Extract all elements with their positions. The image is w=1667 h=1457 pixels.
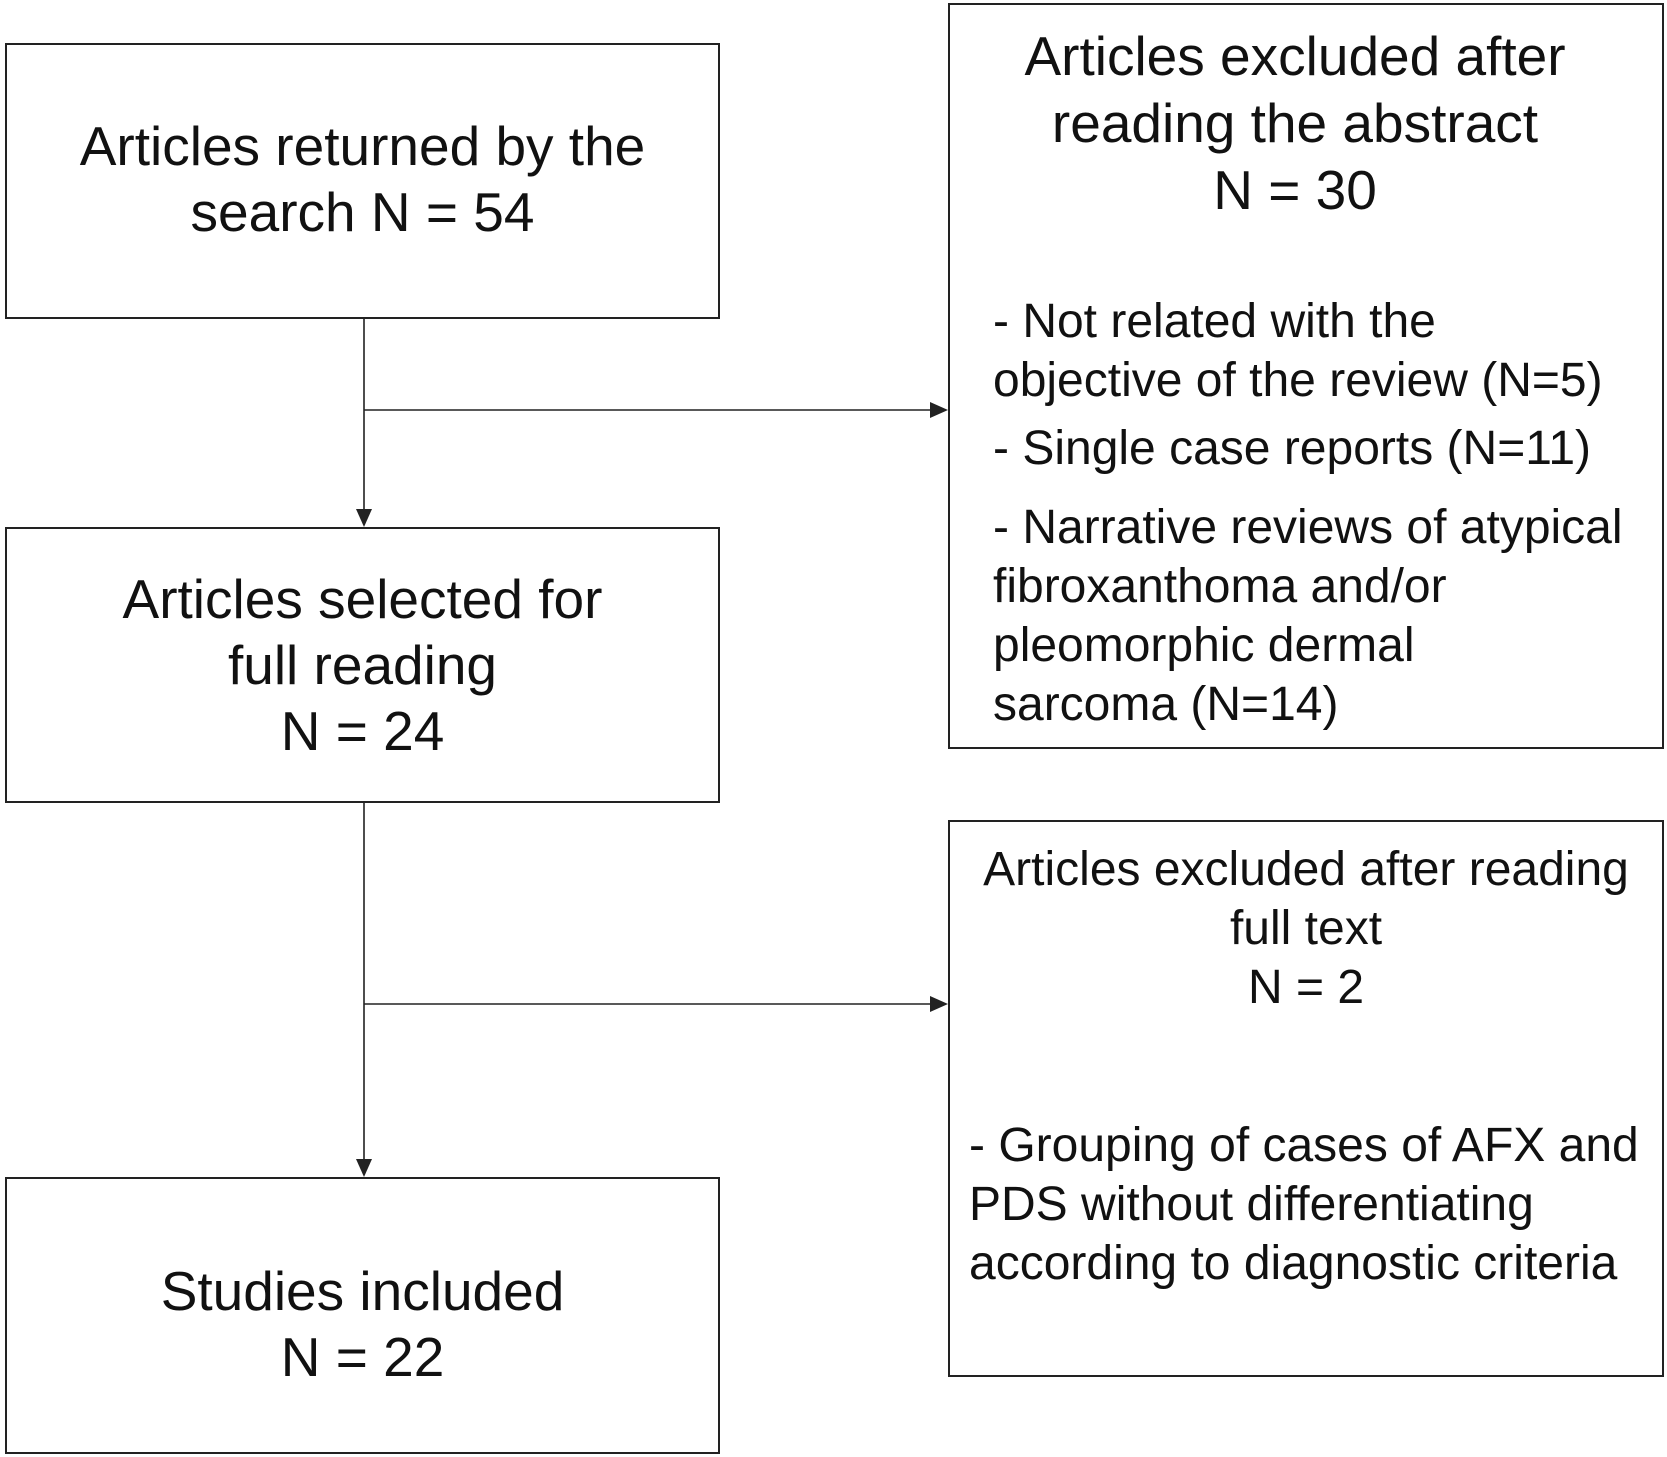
selected-text-line: full reading <box>227 634 498 696</box>
exclusion-reason-narrative-reviews: - Narrative reviews of atypical fibroxan… <box>993 498 1623 734</box>
studies-included-box: Studies included N = 22 <box>5 1177 720 1454</box>
arrowhead-to-excluded-abstract <box>930 402 948 418</box>
exclusion-reason-not-related: - Not related with the objective of the … <box>993 292 1603 410</box>
reason-line: pleomorphic dermal <box>993 619 1415 672</box>
reason-line: - Single case reports (N=11) <box>993 422 1592 475</box>
selected-count-line: N = 24 <box>280 700 445 762</box>
reason-line: - Not related with the <box>993 295 1436 348</box>
search-results-count-line: search N = 54 <box>190 181 535 243</box>
exclusion-reason-grouping: - Grouping of cases of AFX and PDS witho… <box>969 1116 1639 1293</box>
search-results-text-line: Articles returned by the <box>79 115 646 177</box>
title-count-line: N = 2 <box>1247 961 1365 1014</box>
title-line: full text <box>1229 902 1383 955</box>
reason-line: - Narrative reviews of atypical <box>993 501 1623 554</box>
reason-line: objective of the review (N=5) <box>993 354 1603 407</box>
excluded-after-full-text-box: Articles excluded after reading full tex… <box>948 820 1664 1377</box>
included-text-line: Studies included <box>160 1259 565 1322</box>
exclusion-reason-single-case: - Single case reports (N=11) <box>993 419 1591 478</box>
arrowhead-to-selected <box>356 509 372 527</box>
reason-line: fibroxanthoma and/or <box>993 560 1447 613</box>
title-line: Articles excluded after reading <box>983 843 1629 896</box>
title-line: Articles excluded after <box>1024 25 1566 87</box>
included-count-line: N = 22 <box>280 1325 445 1388</box>
title-count-line: N = 30 <box>1213 159 1377 221</box>
reason-line: - Grouping of cases of AFX and <box>969 1119 1639 1172</box>
excluded-after-abstract-title: Articles excluded after reading the abst… <box>950 23 1640 224</box>
arrowhead-to-included <box>356 1159 372 1177</box>
reason-line: PDS without differentiating <box>969 1178 1534 1231</box>
reason-line: sarcoma (N=14) <box>993 678 1339 731</box>
selected-for-full-reading-box: Articles selected for full reading N = 2… <box>5 527 720 803</box>
excluded-after-abstract-box: Articles excluded after reading the abst… <box>948 3 1664 749</box>
excluded-after-full-text-title: Articles excluded after reading full tex… <box>950 840 1662 1017</box>
search-results-box: Articles returned by the search N = 54 <box>5 43 720 319</box>
selected-text-line: Articles selected for <box>122 568 603 630</box>
arrowhead-to-excluded-full-text <box>930 996 948 1012</box>
reason-line: according to diagnostic criteria <box>969 1237 1618 1290</box>
title-line: reading the abstract <box>1051 92 1539 154</box>
